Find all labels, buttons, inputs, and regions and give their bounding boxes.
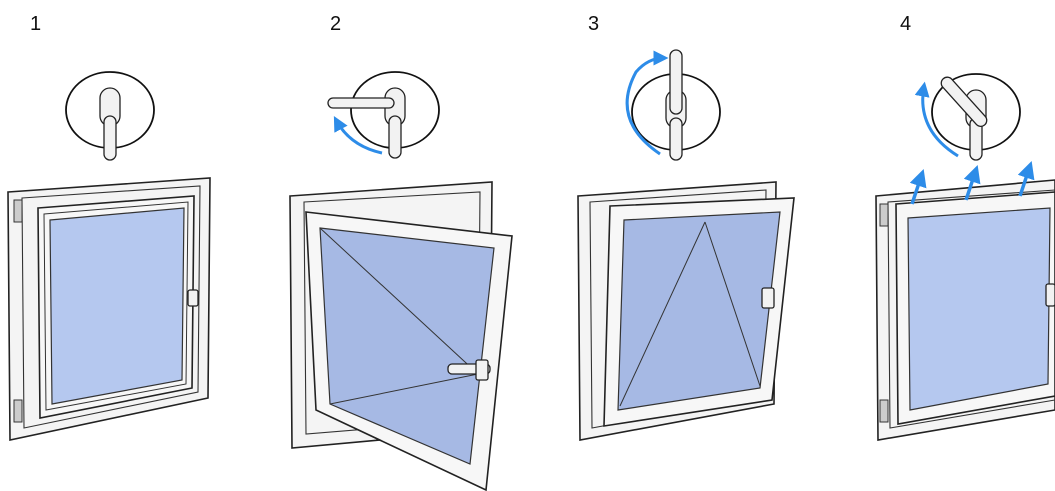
step-number-1: 1 <box>30 13 41 35</box>
handle-dial-icon <box>914 73 1021 161</box>
lift-arrow-icon <box>909 161 1035 205</box>
step-number-4: 4 <box>900 13 911 35</box>
step-number-3: 3 <box>588 13 599 35</box>
step-1: 1 <box>7 13 211 441</box>
handle-dial-icon <box>65 71 155 161</box>
window-handle-icon <box>761 287 775 309</box>
handle-dial-icon <box>327 71 440 159</box>
window-icon <box>875 179 1055 441</box>
window-handle-icon <box>187 289 199 307</box>
window-icon <box>289 181 513 491</box>
step-3: 3 <box>577 13 795 441</box>
window-icon <box>7 177 211 441</box>
step-2: 2 <box>289 13 513 491</box>
window-icon <box>577 181 795 441</box>
window-handle-icon <box>1045 283 1055 307</box>
rotation-arrow-icon <box>914 81 959 158</box>
handle-dial-icon <box>625 49 721 161</box>
step-number-2: 2 <box>330 13 341 35</box>
step-4: 4 <box>875 13 1055 441</box>
rotation-arrow-icon <box>333 116 383 155</box>
rotation-arrow-icon <box>625 50 669 156</box>
